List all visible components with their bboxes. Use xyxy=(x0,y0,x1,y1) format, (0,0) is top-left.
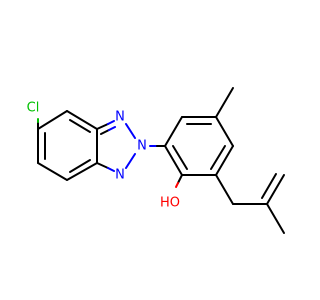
bond-c4-c5 xyxy=(66,110,98,130)
bond-methyl xyxy=(215,87,234,118)
bond-c9-c4 xyxy=(37,110,68,130)
bond-n1-n2 xyxy=(125,123,136,139)
bond-c-ch2-double xyxy=(266,174,285,205)
bond-c5-n1-double-c xyxy=(100,129,110,135)
bond-n2-n3 xyxy=(125,153,136,169)
bond-c-o-c xyxy=(177,174,183,184)
atom-cl: Cl xyxy=(27,101,40,116)
methallyl-group xyxy=(215,173,285,234)
bond-phenol-inner-2 xyxy=(210,145,226,170)
bond-ring-ch2 xyxy=(215,174,234,205)
atom-n2: N xyxy=(137,139,147,154)
bond-c-ch2-double-inner xyxy=(261,173,277,199)
bond-c-o-o xyxy=(175,182,179,188)
triazole-ring xyxy=(96,120,136,172)
benzotriazole-benzene-ring xyxy=(37,110,98,181)
bond-p3-p4 xyxy=(215,116,234,147)
phenol-ring xyxy=(164,116,234,176)
bond-double-inner-1 xyxy=(69,119,91,133)
bond-c5-n1-double-n xyxy=(108,126,116,131)
bond-c7-c8 xyxy=(37,162,68,181)
bond-p4-p5 xyxy=(215,145,234,176)
chemical-structure: Cl N N N HO xyxy=(27,87,285,234)
bond-double-inner-2 xyxy=(69,159,91,173)
bond-c5-n1-c xyxy=(96,123,109,130)
atom-n1: N xyxy=(115,110,125,125)
bond-phenol-inner-3 xyxy=(172,145,188,170)
bond-c-ch3 xyxy=(266,203,285,234)
bond-c5-n1-n xyxy=(107,120,115,125)
bond-c6-n3-n xyxy=(107,167,115,172)
bond-c6-c7 xyxy=(66,162,98,181)
atom-n3: N xyxy=(115,168,125,183)
bond-p1-p2 xyxy=(164,116,183,147)
bond-c6-n3-c xyxy=(96,162,109,169)
bond-p6-p1 xyxy=(164,145,183,176)
atom-oh: HO xyxy=(160,196,180,211)
